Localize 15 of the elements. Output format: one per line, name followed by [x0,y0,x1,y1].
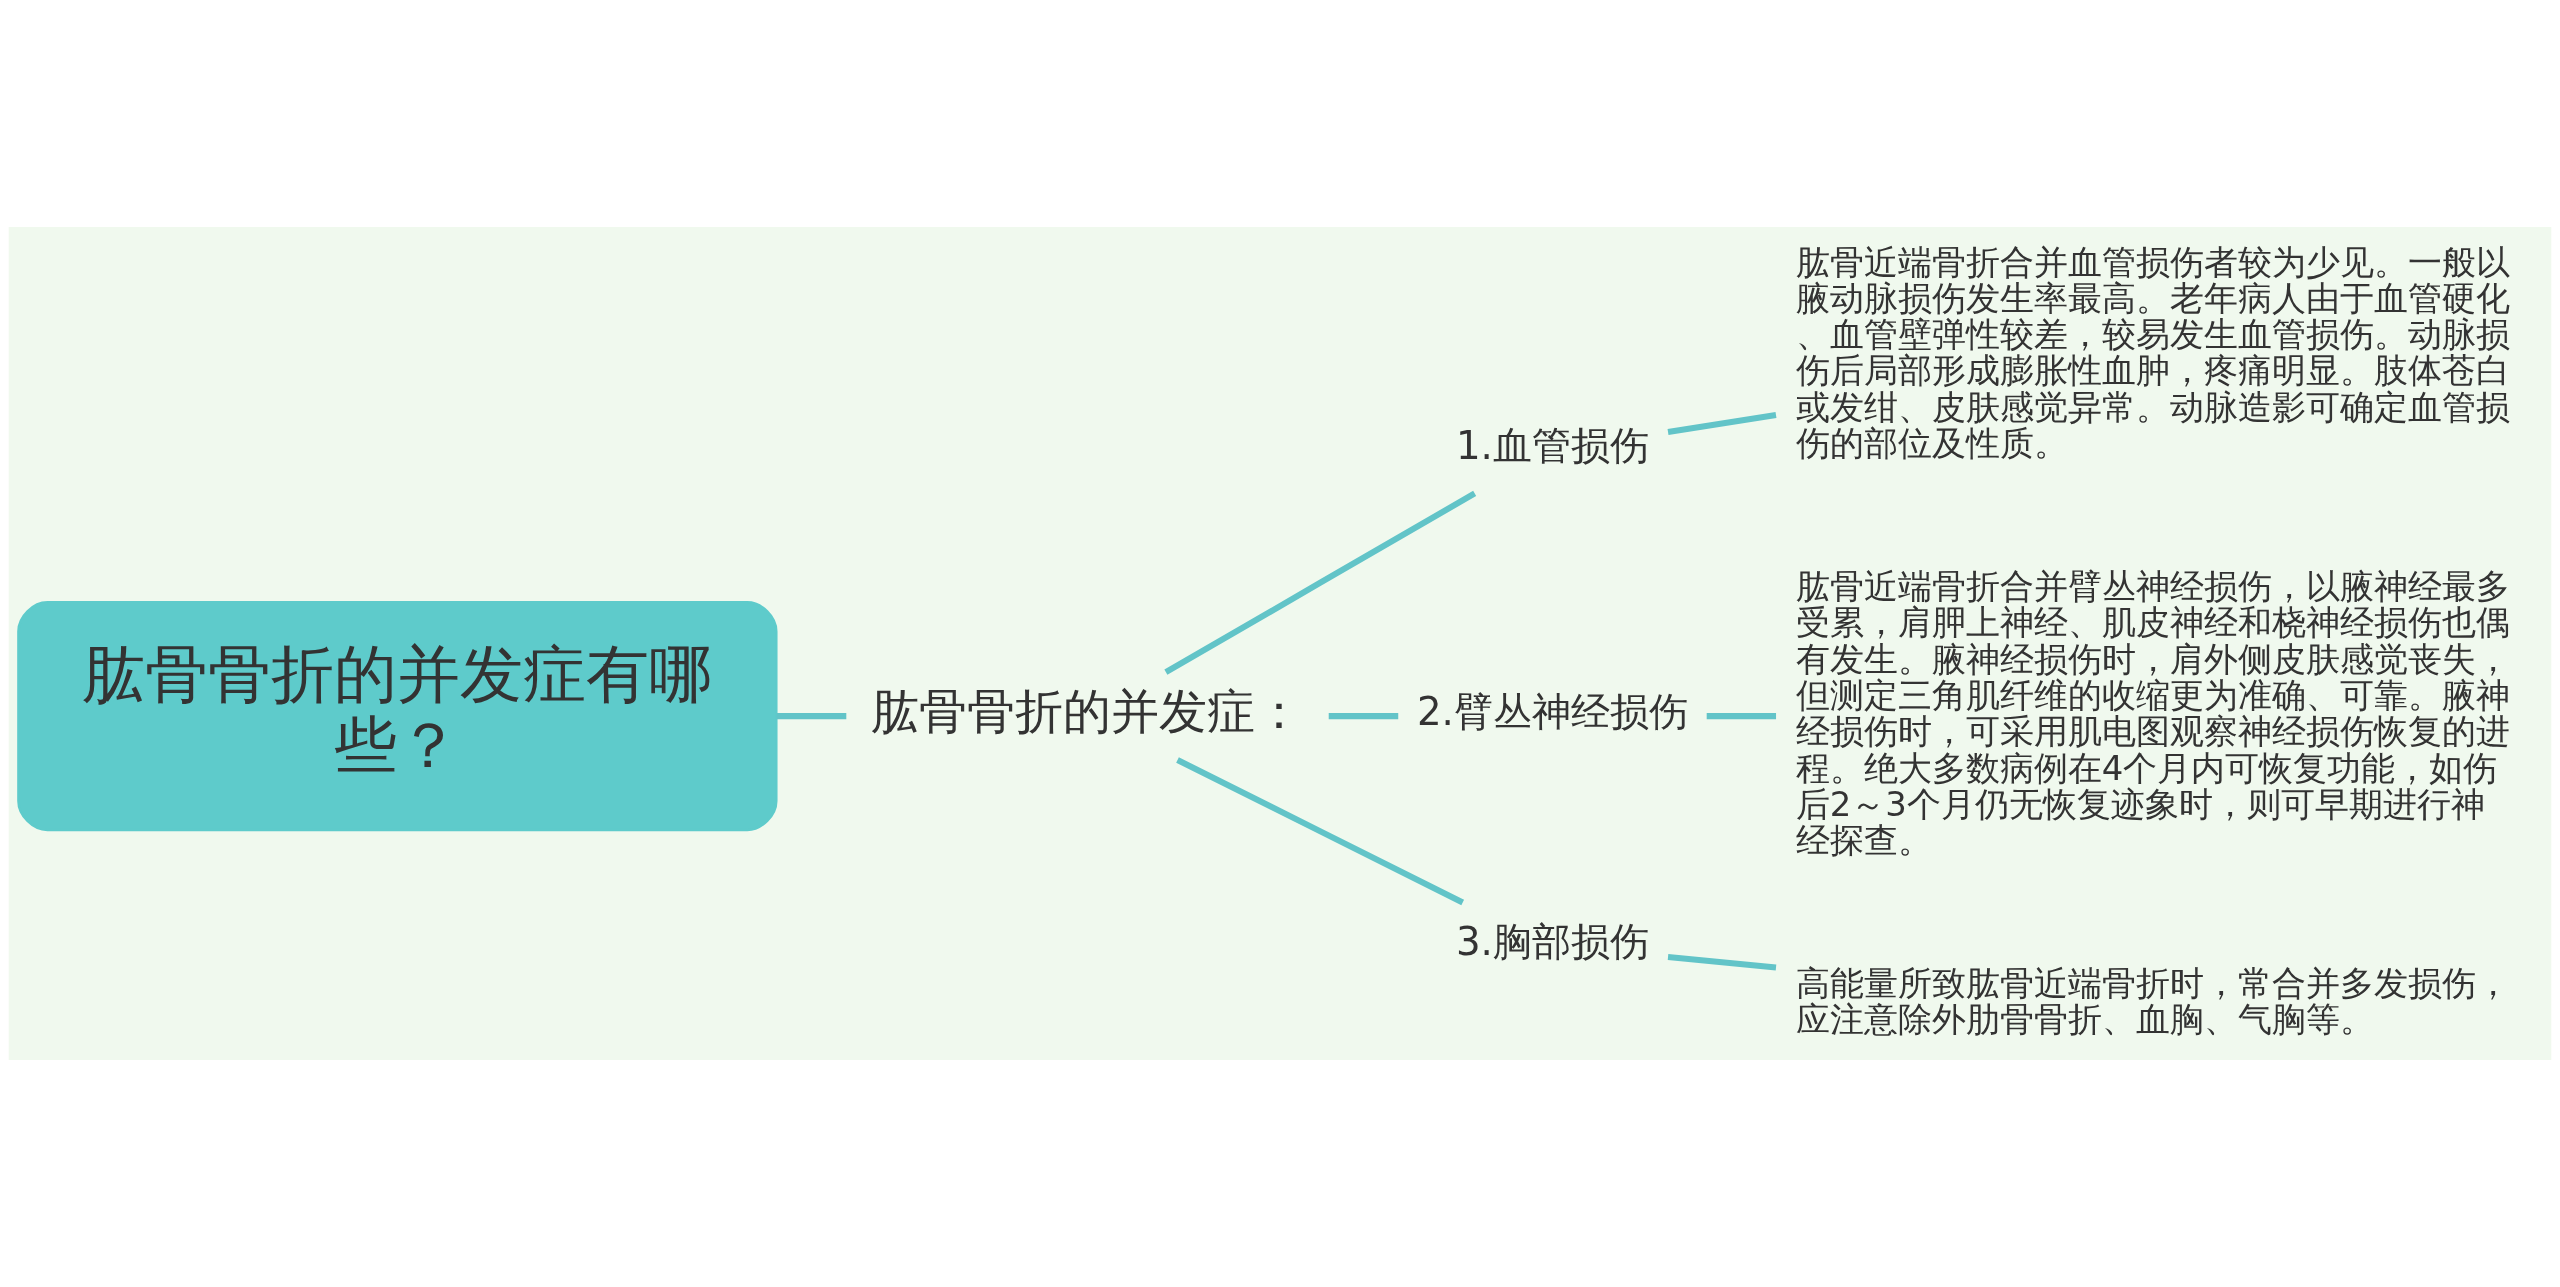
connector [1176,757,1465,906]
node-text: 2.臂丛神经损伤 [1416,689,1688,735]
node-text: 1.血管损伤 [1455,422,1649,468]
node-text: 高能量所致肱骨近端骨折时，常合并多发损伤，应注意除外肋骨骨折、血胸、气胸等。 [1795,964,2510,1040]
node-text: 肱骨近端骨折合并血管损伤者较为少见。一般以腋动脉损伤发生率最高。老年病人由于血管硬化、血管壁弹性较差，较易发生血管损伤。动脉损伤后局部形成膨胀性血肿，疼痛明显。肢体苍白或发绀、皮肤感觉异常。动脉造影可确定血管损伤的部位及性质。 [1795,242,2510,464]
connector [1328,713,1399,720]
connector [1667,412,1777,435]
connector [1706,713,1777,720]
node-text: 肱骨骨折的并发症： [871,683,1304,740]
connector [1164,490,1477,675]
node-text: 3.胸部损伤 [1455,919,1649,965]
connector [1667,954,1777,971]
node-box: 肱骨骨折的并发症有哪些？ [17,601,778,832]
node-text: 肱骨近端骨折合并臂丛神经损伤，以腋神经最多受累，肩胛上神经、肌皮神经和桡神经损伤也偶有发生。腋神经损伤时，肩外侧皮肤感觉丧失，但测定三角肌纤维的收缩更为准确、可靠。腋神经损伤时，可采用肌电图观察神经损伤恢复的进程。绝大多数病例在4个月内可恢复功能，如伤后2～3个月仍无恢复迹象时，则可早期进行神经探查。 [1795,566,2510,861]
connector [776,713,847,720]
